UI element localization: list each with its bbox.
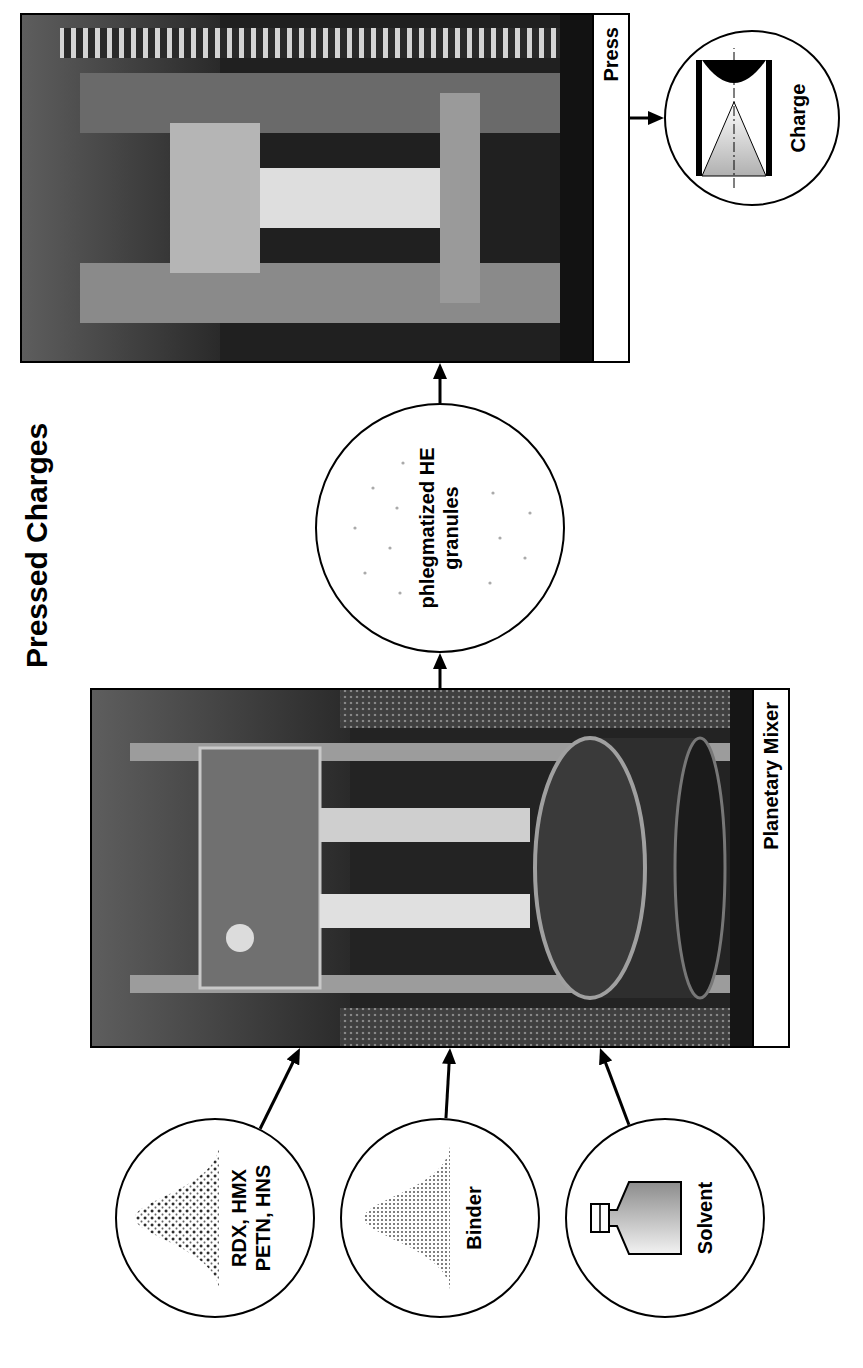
ingredient-circle: Binder: [340, 1118, 540, 1318]
binder-pile: [364, 1146, 450, 1290]
node-label: RDX, HMX PETN, HNS: [227, 1155, 275, 1281]
flow-arrow: [439, 373, 442, 403]
result-circle: Charge: [664, 30, 840, 206]
circle-outline: [565, 1118, 765, 1318]
flow-arrow: [439, 663, 442, 688]
charge-cross-section: [696, 48, 772, 188]
circle-outline: [566, 1119, 764, 1317]
press-photo-picture: [20, 13, 630, 363]
circle-outline: [341, 1119, 539, 1317]
caption-strip: Press: [592, 15, 628, 361]
ingredient-circle: Solvent: [565, 1118, 765, 1318]
flow-arrow: [630, 117, 654, 120]
node-label: phlegmatized HE granules: [415, 428, 463, 628]
mixer-photo: Planetary Mixer: [90, 688, 790, 1048]
diagram-title: Pressed Charges: [20, 423, 54, 668]
mixer-photo-picture: [90, 688, 790, 1048]
solvent-bottle: [591, 1182, 681, 1254]
node-label: Solvent: [693, 1148, 717, 1288]
node-label: Charge: [786, 58, 810, 178]
product-circle: phlegmatized HE granules: [315, 403, 565, 653]
circle-outline: [340, 1118, 540, 1318]
circle-outline: [316, 404, 564, 652]
circle-outline: [116, 1119, 314, 1317]
flow-arrow: [260, 1057, 295, 1129]
circle-outline: [665, 31, 839, 205]
ingredient-circle: RDX, HMX PETN, HNS: [115, 1118, 315, 1318]
photo-caption: Press: [594, 15, 628, 361]
photo-caption: Planetary Mixer: [754, 690, 788, 1046]
powder-pile: [135, 1146, 219, 1290]
node-label: Binder: [462, 1148, 486, 1288]
circle-outline: [664, 30, 840, 206]
flow-arrow: [604, 1057, 629, 1124]
flow-arrow: [446, 1058, 449, 1118]
caption-strip: Planetary Mixer: [752, 690, 788, 1046]
circle-outline: [115, 1118, 315, 1318]
press-photo: Press: [20, 13, 630, 363]
